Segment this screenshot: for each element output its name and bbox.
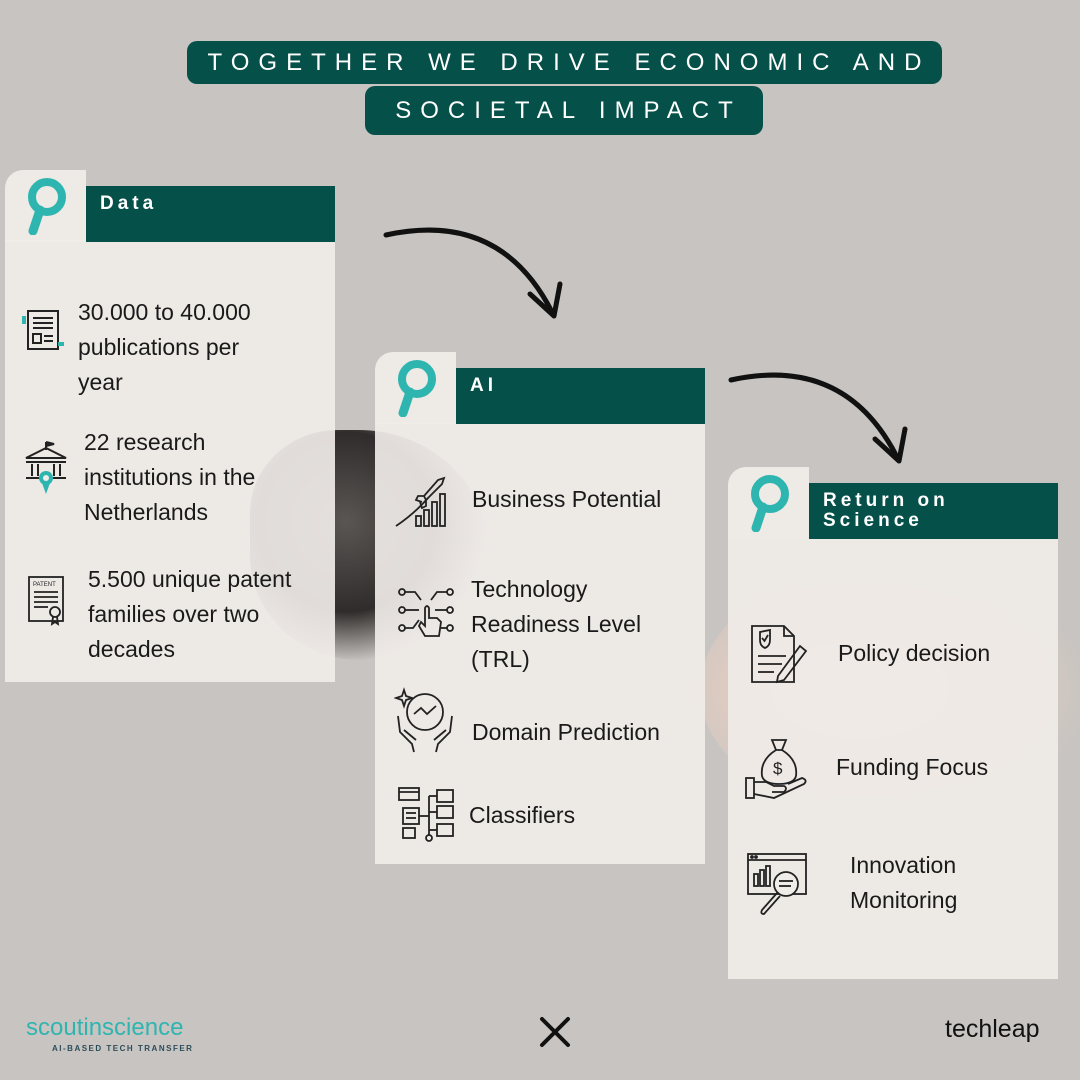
scoutinscience-brand: scoutinscience xyxy=(26,1014,184,1041)
monitor-magnifier-icon xyxy=(746,852,810,923)
hierarchy-icon xyxy=(397,786,457,847)
svg-text:PATENT: PATENT xyxy=(33,582,56,588)
hands-sparkle-icon xyxy=(393,686,456,761)
ai-header: AI xyxy=(456,368,705,424)
business-potential-text: Business Potential xyxy=(472,486,662,512)
data-header: Data xyxy=(86,186,335,242)
institution-icon xyxy=(24,440,68,503)
title-line-1: TOGETHER WE DRIVE ECONOMIC AND xyxy=(187,41,942,84)
curved-arrow-icon xyxy=(383,227,563,319)
techleap-logo: techleap xyxy=(945,1015,1040,1043)
trl-text: Technology Readiness Level (TRL) xyxy=(471,576,642,672)
money-bag-hand-icon: $ xyxy=(744,736,810,807)
rocket-growth-icon xyxy=(394,474,450,535)
curved-arrow-icon xyxy=(728,372,908,464)
title-line-2: SOCIETAL IMPACT xyxy=(365,86,763,135)
return-on-science-card xyxy=(728,539,1058,979)
policy-decision-text: Policy decision xyxy=(838,640,991,666)
institutions-text: 22 research institutions in the Netherla… xyxy=(84,429,256,525)
publications-text: 30.000 to 40.000 publications per year xyxy=(78,299,251,395)
patent-certificate-icon: PATENT xyxy=(26,574,68,631)
scout-logo-icon xyxy=(5,170,86,242)
funding-focus-text: Funding Focus xyxy=(836,754,989,780)
scout-logo-icon xyxy=(375,352,456,424)
innovation-monitoring-text: Innovation Monitoring xyxy=(850,852,958,913)
scout-logo-icon xyxy=(728,467,809,539)
svg-text:$: $ xyxy=(773,759,783,778)
policy-document-icon xyxy=(748,624,812,691)
return-on-science-header: Return on Science xyxy=(809,483,1058,539)
classifiers-text: Classifiers xyxy=(469,802,576,828)
patents-text: 5.500 unique patent families over two de… xyxy=(88,566,292,662)
touch-technology-icon xyxy=(397,582,455,645)
cross-icon: X xyxy=(538,1016,572,1053)
document-icon xyxy=(22,308,66,359)
scoutinscience-logo: scoutinscience AI-BASED TECH TRANSFER xyxy=(26,1014,193,1053)
scoutinscience-tagline: AI-BASED TECH TRANSFER xyxy=(52,1044,194,1053)
domain-prediction-text: Domain Prediction xyxy=(472,719,660,745)
